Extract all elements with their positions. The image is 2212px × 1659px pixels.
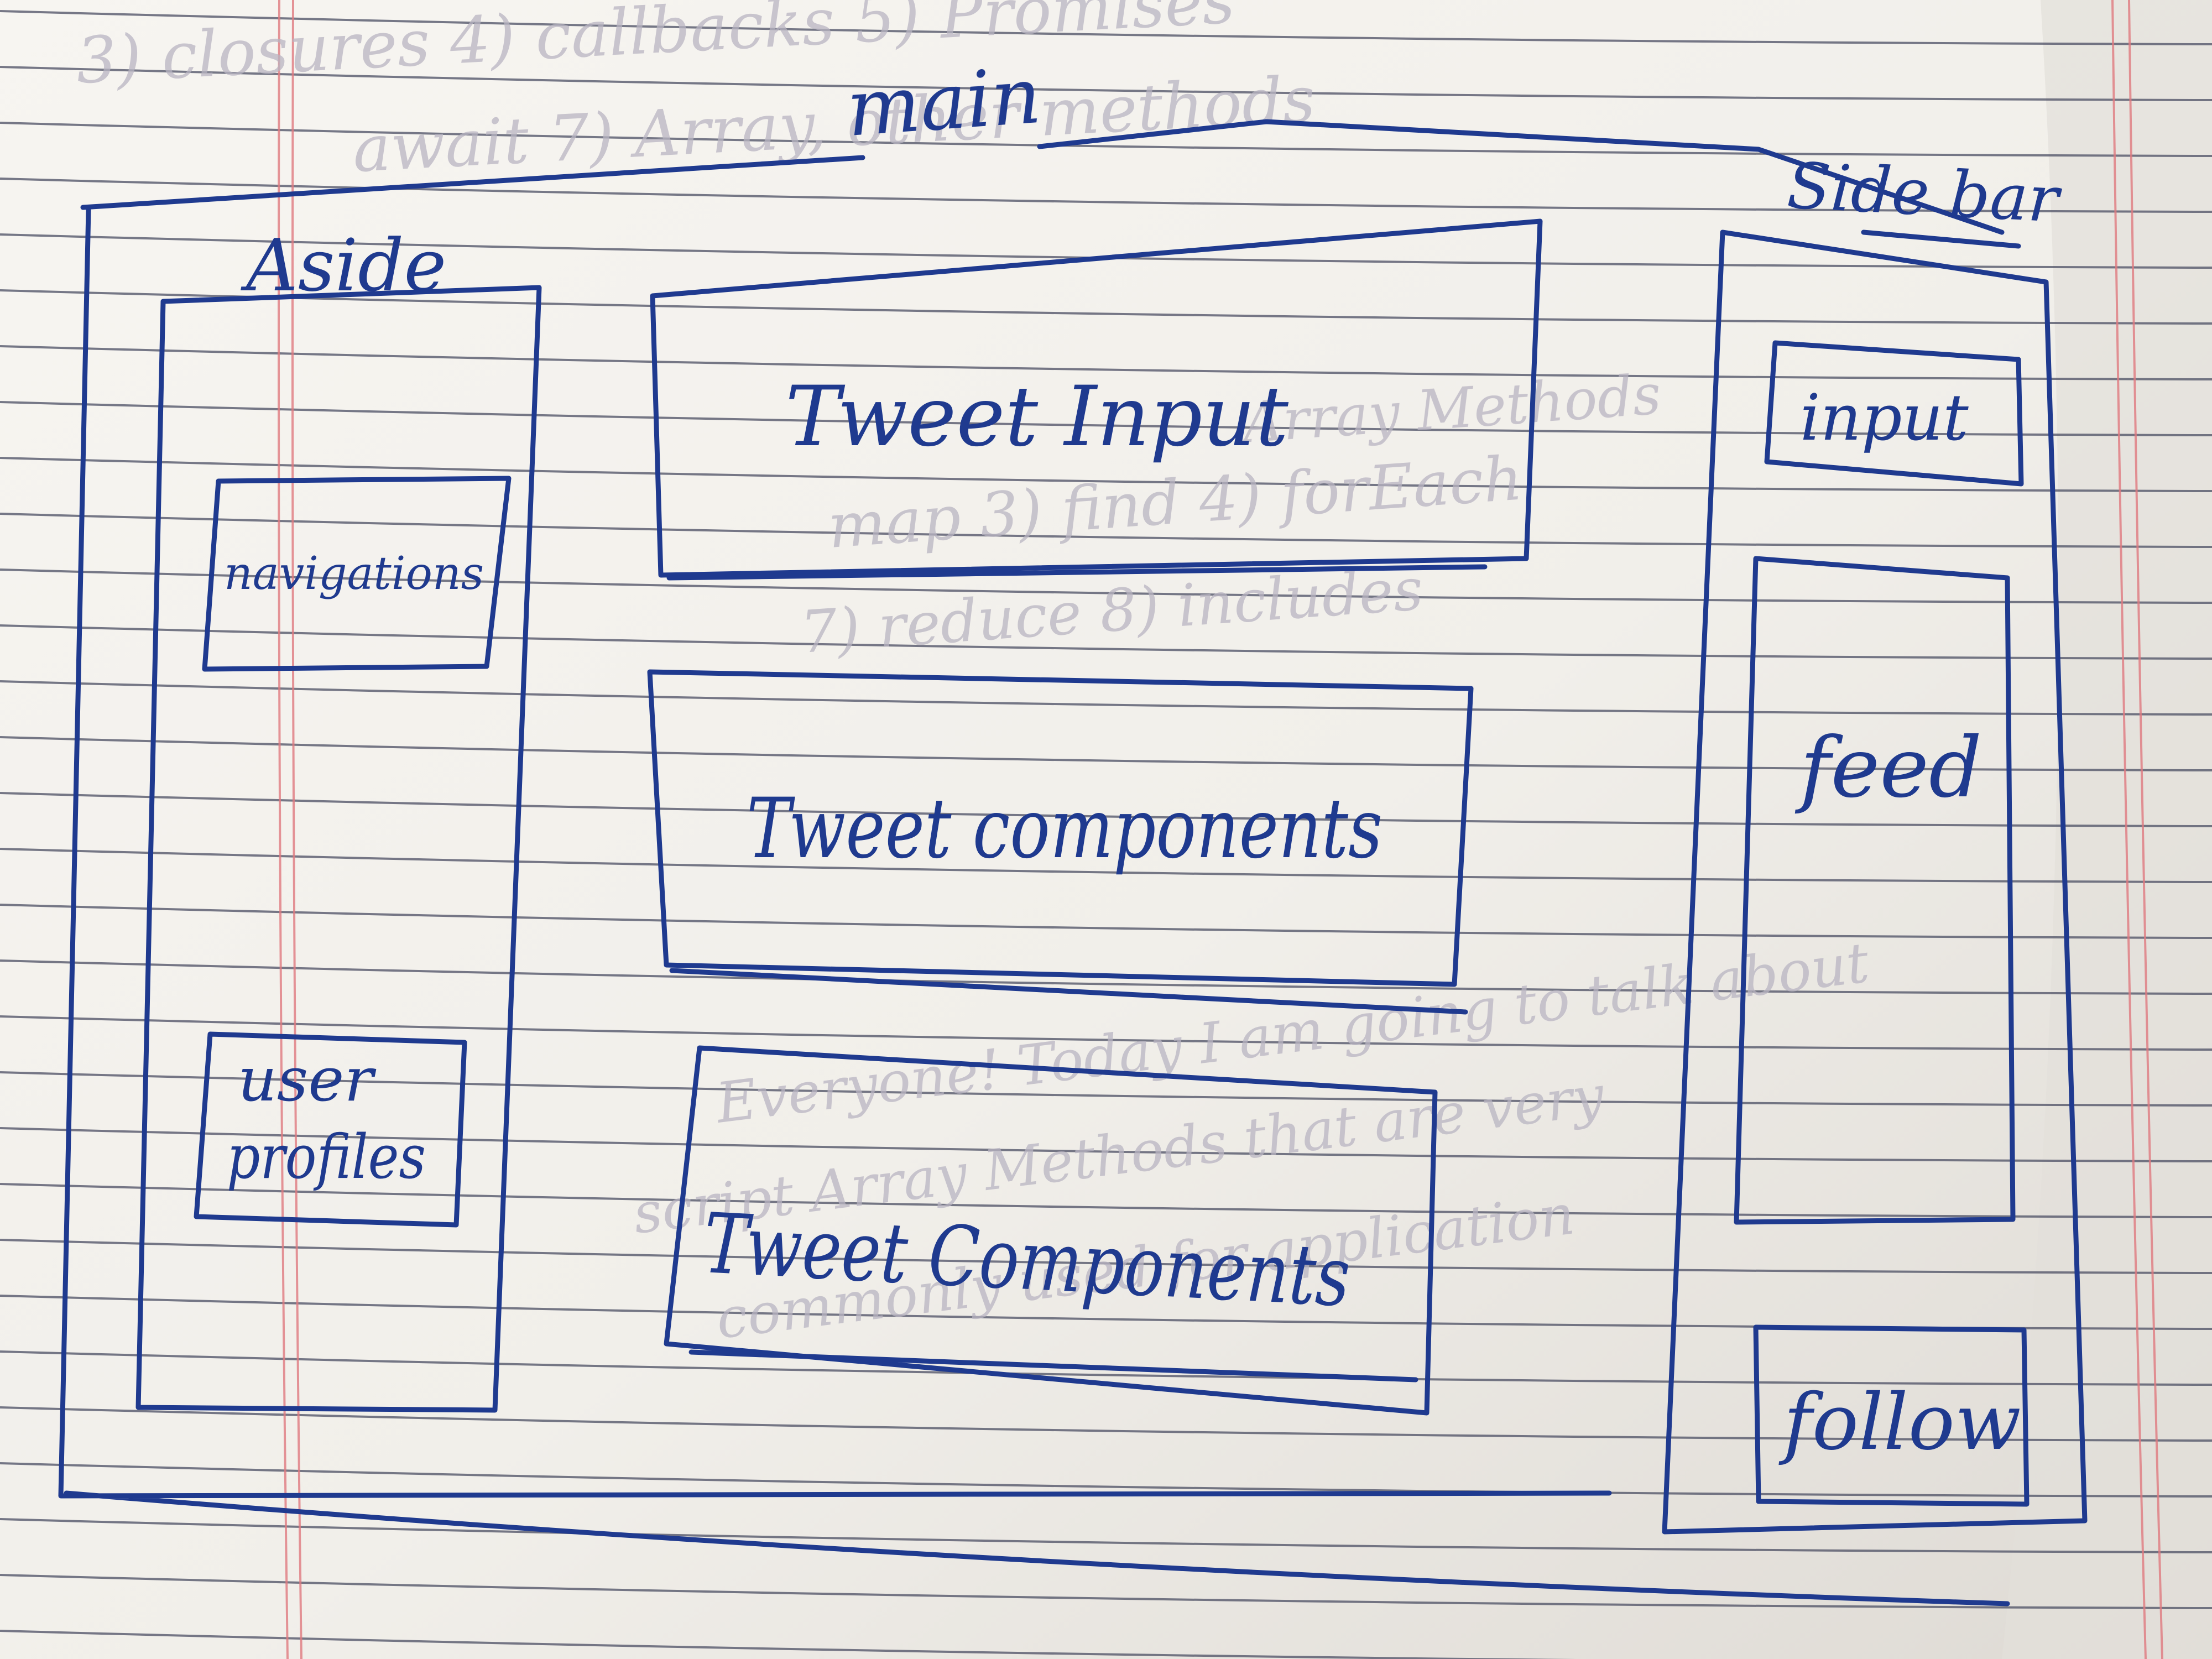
main-frame (58, 119, 2010, 1606)
sidebar-label: Side bar (1786, 149, 2064, 237)
sidebar-box (1662, 229, 2088, 1535)
tweet-component-underline-2 (688, 1349, 1418, 1383)
rule-line (0, 1071, 2212, 1107)
tweet-component-box-1 (647, 669, 1474, 987)
rule-line (0, 1462, 2212, 1498)
follow-label: follow (1778, 1378, 2021, 1468)
margin-lines (278, 0, 2163, 1659)
ink-boxes (58, 119, 2088, 1606)
rule-line (0, 401, 2212, 436)
tweet-input-box (650, 218, 1543, 578)
rule-lines (0, 10, 2212, 1659)
tweet-input-label: Tweet Input (785, 369, 1289, 465)
user-profiles-box (194, 1031, 467, 1228)
page-edge-shadow (2002, 0, 2212, 1659)
rule-line (0, 736, 2212, 771)
rule-line (0, 289, 2212, 325)
sidebar-input-box (1764, 340, 2024, 487)
rule-line (0, 513, 2212, 548)
rule-line (0, 1518, 2212, 1553)
rule-line (0, 345, 2212, 380)
rule-line (0, 1630, 1577, 1659)
rule-line (0, 1350, 2212, 1386)
feed-box (1734, 556, 2016, 1225)
rule-line (0, 1406, 2212, 1442)
rule-line (0, 1183, 2212, 1218)
tweet-component-label-1: Tweet components (747, 781, 1383, 877)
main-label: main (844, 51, 1044, 154)
user-profiles-label-line2: profiles (227, 1121, 426, 1192)
rule-line (0, 568, 2212, 604)
rule-line (0, 1239, 2212, 1274)
rule-line (0, 10, 2212, 45)
rule-line (0, 178, 2212, 213)
rule-line (0, 457, 2212, 492)
rule-line (0, 904, 2212, 939)
tweet-component-underline-1 (669, 968, 1468, 1015)
rule-line (0, 1015, 2212, 1051)
rule-line (0, 680, 2212, 716)
navigations-label: navigations (224, 547, 484, 600)
rule-line (0, 66, 2212, 101)
user-profiles-label-line1: user (238, 1044, 377, 1115)
tweet-component-box-2 (664, 1045, 1438, 1416)
navigations-box (202, 476, 512, 672)
feed-label: feed (1794, 720, 1982, 816)
rule-line (0, 1574, 2212, 1609)
tweet-input-underline (666, 564, 1488, 581)
rule-line (0, 624, 2212, 660)
aside-label: Aside (241, 223, 446, 307)
rule-line (0, 792, 2212, 827)
follow-box (1753, 1324, 2030, 1507)
rule-line (0, 122, 2212, 157)
sidebar-input-label: input (1800, 381, 1969, 455)
rule-line (0, 959, 2212, 995)
rule-line (0, 848, 2212, 883)
sidebar-label-underline (1861, 229, 2021, 249)
rule-line (0, 1127, 2212, 1162)
aside-box (135, 285, 542, 1413)
